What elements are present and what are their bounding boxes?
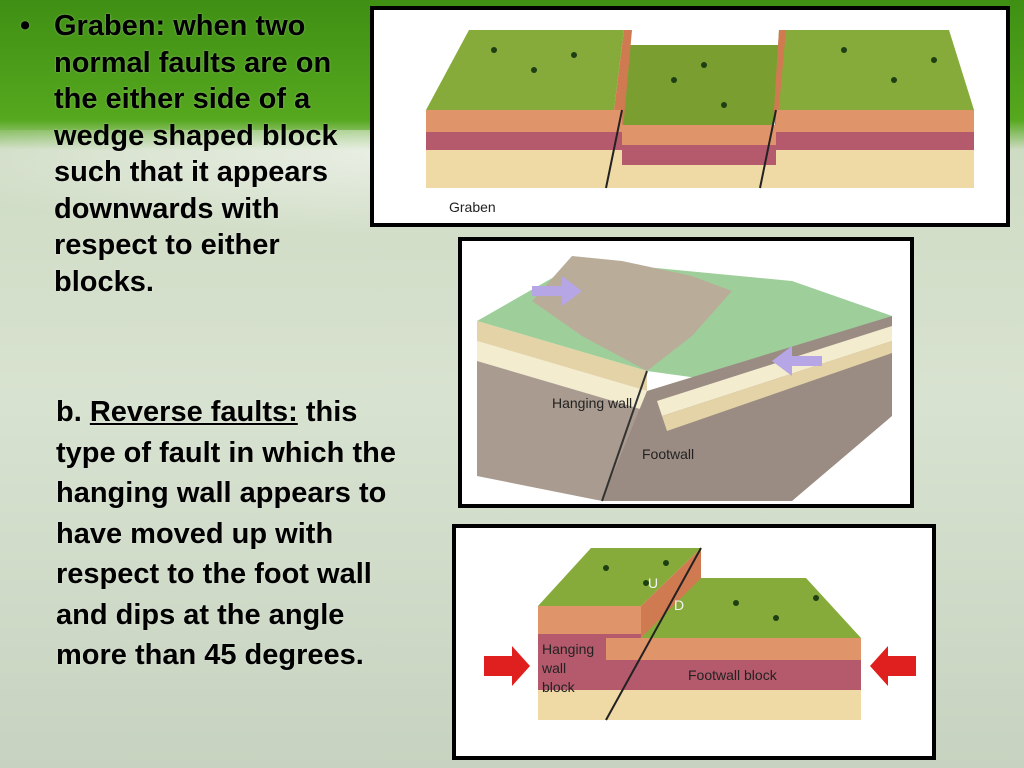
hanging-wall-label-3: block — [542, 679, 576, 695]
footwall-layer-2 — [662, 341, 892, 431]
fw-sand-layer — [606, 690, 861, 720]
hw-soil-layer — [538, 606, 641, 634]
mountain-range — [532, 256, 732, 371]
tree-icons — [491, 47, 937, 108]
reverse-faults-heading: Reverse faults: — [89, 396, 298, 428]
graben-illustration: Graben — [426, 30, 974, 215]
graben-figure: Graben — [370, 6, 1010, 227]
fw-soil-layer — [606, 638, 861, 660]
right-fault-line — [759, 109, 777, 189]
left-soil-layer — [426, 110, 622, 132]
hanging-wall-base — [477, 361, 647, 501]
graben-paragraph: Graben: when two normal faults are on th… — [54, 10, 338, 298]
reverse-fault-block-illustration: U D Hanging wall block Footwall block — [484, 547, 916, 721]
compression-arrow-left-icon — [532, 276, 582, 306]
footwall-surface — [641, 578, 861, 638]
footwall-label: Footwall — [642, 446, 694, 462]
hanging-wall-label-1: Hanging — [542, 641, 594, 657]
left-block-surface — [426, 30, 624, 110]
reverse-paragraph: this type of fault in which the hanging … — [56, 396, 396, 671]
hanging-wall-label: Hanging wall — [552, 395, 632, 411]
tree-icons — [603, 560, 819, 621]
bullet-marker: • — [20, 10, 31, 42]
left-stripe-layer — [426, 132, 622, 150]
hanging-wall-label-2: wall — [541, 660, 566, 676]
up-label: U — [648, 575, 658, 591]
footwall-block-label: Footwall block — [688, 667, 778, 683]
right-soil-layer — [776, 110, 974, 132]
reverse-fault-3d-illustration: Hanging wall Footwall — [477, 256, 892, 502]
compression-arrow-right-icon — [870, 646, 916, 686]
right-sand-layer — [776, 150, 974, 188]
graben-label: Graben — [449, 199, 496, 215]
left-sand-layer — [426, 150, 622, 188]
left-fault-line — [605, 109, 623, 189]
fault-line — [601, 370, 648, 502]
graben-description: • Graben: when two normal faults are on … — [20, 8, 350, 300]
footwall-layer-1 — [657, 326, 892, 416]
compression-arrow-right-icon — [772, 346, 822, 376]
fw-stripe-layer — [606, 660, 861, 690]
layer-2 — [477, 341, 647, 411]
reverse-prefix: b. — [56, 396, 90, 428]
layer-1 — [477, 321, 647, 391]
hanging-wall-surface — [538, 548, 701, 606]
center-soil-layer — [622, 125, 776, 145]
fault-line — [605, 547, 702, 721]
reverse-fault-3d-figure: Hanging wall Footwall — [458, 237, 914, 508]
graben-block-surface — [614, 45, 779, 125]
center-sand-layer — [622, 165, 776, 188]
right-stripe-layer — [776, 132, 974, 150]
right-block-surface — [774, 30, 974, 110]
reverse-fault-block-figure: U D Hanging wall block Footwall block — [452, 524, 936, 760]
fault-scarp — [641, 548, 701, 638]
down-label: D — [674, 597, 684, 613]
reverse-fault-description: b. Reverse faults: this type of fault in… — [56, 392, 406, 676]
center-stripe-layer — [622, 145, 776, 165]
compression-arrow-left-icon — [484, 646, 530, 686]
